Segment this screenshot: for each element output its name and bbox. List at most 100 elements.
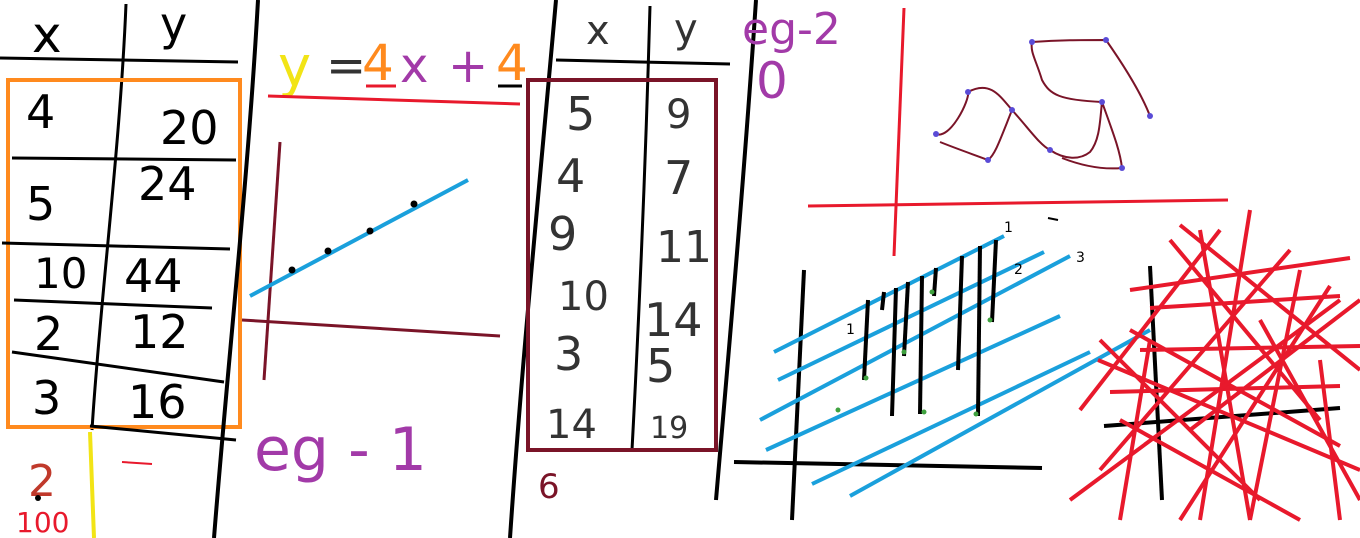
table-1-cell-y: 20 (160, 101, 219, 155)
data-point (288, 266, 296, 274)
dot-mark (35, 495, 41, 501)
table-2: x y 5 9 4 7 9 11 10 14 3 5 14 19 6 (526, 5, 731, 507)
table-1-header-x: x (32, 6, 62, 64)
green-dot (901, 349, 907, 355)
note-two: 2 (28, 456, 56, 507)
x-axis (241, 318, 501, 338)
equation-x: x (400, 38, 428, 94)
table-2-header-y: y (674, 6, 698, 52)
black-x-axis (733, 460, 1043, 470)
table-2-cell-y: 14 (644, 293, 703, 347)
equation-y: y (278, 35, 311, 100)
column-divider (90, 3, 128, 431)
table-2-cell-y: 9 (666, 92, 691, 138)
table-1-cell-x: 5 (26, 177, 55, 231)
parallel-lines-sketch: 1 2 3 1 (733, 217, 1151, 521)
green-dot (835, 407, 841, 413)
row-separator (13, 298, 213, 310)
yellow-line (88, 431, 96, 538)
table-2-header-x: x (586, 8, 610, 54)
line-label: 3 (1076, 250, 1085, 266)
example-2: eg-2 0 (742, 4, 1229, 257)
vertex-dot (1029, 39, 1035, 45)
vertical-segment (990, 239, 998, 323)
red-crosshatch (1068, 209, 1360, 522)
y-axis (262, 141, 282, 381)
green-dot (929, 289, 935, 295)
table-1-cell-x: 2 (34, 307, 63, 361)
column-divider (630, 5, 652, 451)
red-x-axis (807, 198, 1229, 208)
vertical-segment (976, 245, 982, 417)
example-1-label: eg - 1 (254, 415, 427, 485)
black-y-axis (790, 269, 806, 521)
section-divider (714, 0, 758, 501)
table-2-cell-x: 4 (556, 149, 585, 203)
row-separator (11, 156, 237, 162)
row-separator (1, 241, 231, 251)
table-1-cell-x: 10 (34, 249, 87, 298)
header-underline (0, 56, 239, 64)
vertex-dot (1009, 107, 1015, 113)
line-label: 1 (1004, 220, 1013, 236)
example-1: y = 4 x + 4 eg - 1 (241, 34, 528, 485)
data-point (324, 247, 332, 255)
example-2-label: eg-2 (742, 4, 841, 55)
header-underline (555, 58, 731, 66)
table-2-cell-x: 9 (548, 207, 577, 261)
vertex-dot (1103, 37, 1109, 43)
equation-equals: = (326, 38, 366, 94)
vertex-dot (965, 89, 971, 95)
table-2-cell-y: 5 (646, 339, 675, 393)
vertex-dot (1099, 99, 1105, 105)
table-2-cell-y: 19 (650, 411, 688, 446)
green-dot (863, 375, 869, 381)
table-2-count: 6 (538, 467, 560, 507)
parallel-line (773, 234, 1005, 354)
green-dot (973, 411, 979, 417)
table-2-cell-y: 11 (656, 222, 712, 273)
row-separator (11, 350, 225, 384)
vertex-dot (933, 131, 939, 137)
table-2-cell-y: 7 (664, 151, 693, 205)
equation-plus: + (448, 38, 488, 94)
fit-line (249, 178, 469, 298)
vertical-segment (890, 287, 898, 417)
vertex-dot (1147, 113, 1153, 119)
vertex-dot (985, 157, 991, 163)
table-2-cell-x: 14 (546, 402, 597, 448)
vertical-segment (918, 275, 924, 415)
data-point (410, 200, 418, 208)
table-1-cell-y: 24 (138, 157, 197, 211)
note-hundred: 100 (16, 506, 69, 538)
red-y-axis (892, 7, 906, 257)
equation-underline (267, 94, 521, 106)
example-2-sub: 0 (756, 52, 788, 110)
parallel-line (759, 254, 1071, 422)
line-label: 1 (846, 322, 855, 338)
scribble-path (935, 38, 1151, 170)
table-1-cell-x: 3 (32, 371, 61, 425)
equation-intercept: 4 (496, 34, 528, 92)
line-label: 2 (1014, 262, 1023, 278)
table-2-cell-x: 3 (554, 327, 583, 381)
vertical-segment (862, 299, 870, 381)
vertical-segment (956, 255, 964, 371)
vertical-segment (902, 281, 910, 357)
parallel-line (811, 350, 1091, 486)
table-1-cell-y: 16 (128, 375, 187, 429)
vertical-segment (880, 291, 886, 311)
equation-slope: 4 (362, 34, 394, 92)
parallel-line (777, 250, 1045, 382)
green-dot (987, 317, 993, 323)
highlight-box (526, 78, 718, 452)
vertex-dot (1047, 147, 1053, 153)
green-dot (921, 409, 927, 415)
table-1-header-y: y (160, 0, 187, 51)
table-1-cell-x: 4 (26, 85, 55, 139)
table-2-cell-x: 10 (558, 274, 609, 320)
section-divider (212, 0, 260, 538)
parallel-line (849, 328, 1151, 498)
table-1-cell-y: 44 (124, 249, 183, 303)
parallel-line (765, 314, 1061, 452)
